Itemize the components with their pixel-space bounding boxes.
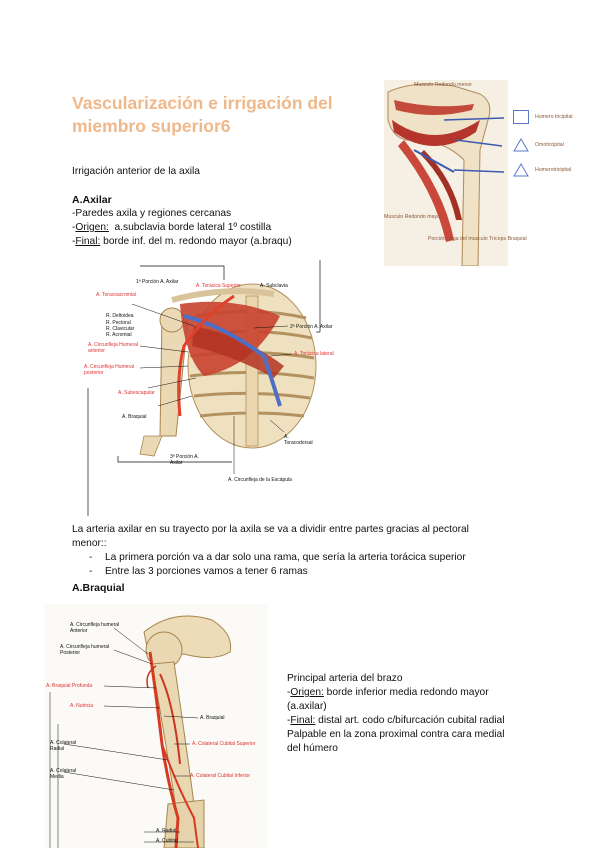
axilar-origen: -Origen: a.subclavia borde lateral 1º co…: [72, 221, 292, 235]
square-icon: [513, 110, 529, 124]
final-prefix: -: [287, 715, 291, 726]
label-3a-porcion: 3ª Porción A. Axilar: [170, 454, 199, 466]
label-colateral-cubital-superior: A. Colateral Cubital Superior: [192, 741, 256, 747]
axilar-line1: -Paredes axila y regiones cercanas: [72, 208, 232, 219]
braquial-section: Principal arteria del brazo -Origen: bor…: [287, 672, 504, 756]
final-label: Final:: [290, 715, 316, 726]
list-item: Entre las 3 porciones vamos a tener 6 ra…: [72, 565, 466, 579]
label-r-deltoidea: R. Deltoidea: [106, 313, 134, 319]
label-colateral-radial: A. Colateral Radial: [50, 740, 77, 752]
origen-text: borde inferior media redondo mayor: [323, 687, 489, 698]
axila-figure: 1ª Porción A. Axilar A. Torácica Superio…: [84, 256, 334, 516]
label-toracica-lateral: A. Torácica lateral: [294, 351, 334, 357]
braquial-line4: Palpable en la zona proximal contra cara…: [287, 729, 505, 740]
label-humero-tricipital: Humero tricipital: [535, 114, 573, 120]
label-redondo-mayor: Musculo Redondo mayor: [384, 214, 442, 220]
label-r-pectoral: R. Pectoral: [106, 320, 131, 326]
label-humerotricipital: Humerotricipital: [535, 167, 572, 173]
label-nutricia: A. Nutricia: [70, 703, 94, 709]
paragraph-line1: La arteria axilar en su trayecto por la …: [72, 524, 469, 535]
final-label: Final:: [75, 236, 101, 247]
label-circunfleja-escapula: A. Circunfleja de la Escápula: [228, 477, 292, 483]
label-subescapular: A. Subescapular: [118, 390, 155, 396]
braquial-origen: -Origen: borde inferior media redondo ma…: [287, 686, 504, 700]
final-text: borde inf. del m. redondo mayor (a.braqu…: [100, 236, 292, 247]
braquial-origen-cont: (a.axilar): [287, 701, 327, 712]
shoulder-figure: Musculo Redondo menor Musculo Redondo ma…: [384, 80, 527, 267]
braquial-line5: del húmero: [287, 743, 338, 754]
axila-illustration: [87, 260, 321, 516]
braquial-heading: A.Braquial: [72, 582, 125, 594]
label-2a-porcion: 2ª Porción A. Axilar: [290, 324, 333, 330]
origen-text: a.subclavia borde lateral 1º costilla: [108, 222, 272, 233]
label-1a-porcion: 1ª Porción A. Axilar: [136, 279, 179, 285]
label-colateral-media: A. Colateral Media: [50, 768, 77, 780]
label-braquial: A. Braquial: [122, 414, 147, 420]
axilar-paragraph: La arteria axilar en su trayecto por la …: [72, 523, 469, 551]
label-a-braquial: A. Braquial: [200, 715, 225, 721]
page-title: Vascularización e irrigación del miembro…: [72, 93, 333, 136]
axilar-heading: A.Axilar: [72, 194, 112, 206]
origen-label: Origen:: [290, 687, 324, 698]
label-cubital: A. Cubital: [156, 838, 178, 844]
origen-prefix: -: [287, 687, 291, 698]
braquial-line1: Principal arteria del brazo: [287, 673, 403, 684]
label-circ-humeral-anterior: A. Circunfleja humeral Anterior: [70, 622, 120, 634]
label-radial: A. Radial: [156, 828, 177, 834]
origen-prefix: -: [72, 222, 76, 233]
label-toracica-superior: A. Torácica Superior: [196, 283, 241, 289]
final-prefix: -: [72, 236, 76, 247]
label-r-acromial: R. Acromial: [106, 332, 132, 338]
axilar-section: A.Axilar -Paredes axila y regiones cerca…: [72, 193, 292, 249]
label-toracodorsal: A. Toracodorsal: [284, 434, 313, 446]
label-omotricipital: Omotricipital: [535, 142, 564, 148]
final-text: distal art. codo c/bifurcación cubital r…: [315, 715, 505, 726]
label-toracoacromial: A. Toracoacromial: [96, 292, 136, 298]
axilar-final: -Final: borde inf. del m. redondo mayor …: [72, 235, 292, 249]
label-braquial-profunda: A. Braquial Profunda: [46, 683, 93, 689]
braquial-final: -Final: distal art. codo c/bifurcación c…: [287, 714, 504, 728]
label-redondo-menor: Musculo Redondo menor: [414, 82, 472, 88]
label-circunfleja-anterior: A. Circunfleja Humeral anterior: [88, 342, 139, 354]
label-subclavia: A. Subclavia: [260, 283, 288, 289]
label-porcion-larga: Porción larga del musculo Tríceps Braqui…: [428, 236, 527, 242]
shoulder-illustration: [387, 83, 505, 267]
paragraph-line2: menor::: [72, 538, 107, 549]
label-circunfleja-posterior: A. Circunfleja Humeral posterior: [84, 364, 135, 376]
triangle-icon: [513, 163, 529, 177]
origen-label: Origen:: [75, 222, 109, 233]
list-item: La primera porción va a dar solo una ram…: [72, 551, 466, 565]
axilar-bullets: La primera porción va a dar solo una ram…: [72, 551, 466, 579]
triangle-icon: [513, 138, 529, 152]
label-circ-humeral-posterior: A. Circunfleja humeral Posterior: [60, 644, 110, 656]
brazo-illustration: [49, 615, 232, 849]
section-subtitle: Irrigación anterior de la axila: [72, 166, 200, 177]
label-r-clavicular: R. Clavicular: [106, 326, 135, 332]
label-colateral-cubital-inferior: A. Colateral Cubital Inferior: [190, 773, 251, 779]
brazo-figure: A. Circunfleja humeral Anterior A. Circu…: [44, 604, 268, 849]
